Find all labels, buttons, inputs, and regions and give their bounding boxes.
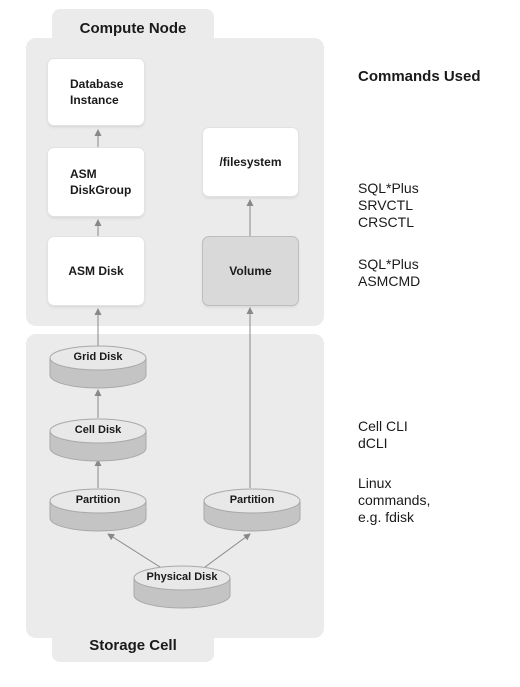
asm-disk-box: ASM Disk — [48, 237, 144, 305]
physical-disk-label: Physical Disk — [146, 571, 218, 583]
filesystem-box: /filesystem — [203, 128, 298, 196]
physical-disk-cylinder-icon — [133, 565, 231, 609]
cmd-crsctl: CRSCTL — [358, 214, 415, 230]
cell-disk-label: Cell Disk — [74, 424, 122, 436]
partition-right: Partition — [203, 487, 301, 533]
physical-disk: Physical Disk — [133, 564, 231, 610]
cell-disk: Cell Disk — [49, 417, 147, 463]
commands-group-2: SQL*Plus ASMCMD — [358, 256, 420, 290]
asm-diskgroup-line-2: DiskGroup — [70, 183, 132, 197]
cmd-sqlplus-2: SQL*Plus — [358, 256, 419, 272]
database-instance-label: Database Instance — [70, 76, 123, 108]
partition-left-cylinder-icon — [49, 488, 147, 532]
arrow-physical-to-partition-right — [204, 533, 251, 568]
storage-cell-title-text: Storage Cell — [89, 636, 177, 654]
partition-left: Partition — [49, 487, 147, 533]
partition-left-label: Partition — [75, 494, 121, 506]
database-instance-box: Database Instance — [48, 59, 144, 125]
asm-disk-label: ASM Disk — [68, 264, 124, 278]
grid-disk: Grid Disk — [49, 345, 147, 391]
partition-right-label: Partition — [229, 494, 275, 506]
cmd-srvctl: SRVCTL — [358, 197, 413, 213]
partition-right-cylinder-icon — [203, 488, 301, 532]
cmd-linux: Linux — [358, 475, 392, 491]
database-instance-line-2: Instance — [70, 93, 119, 107]
grid-disk-label: Grid Disk — [73, 351, 123, 363]
cell-disk-cylinder-icon — [49, 418, 147, 462]
cmd-commands: commands, — [358, 492, 431, 508]
commands-heading: Commands Used — [358, 68, 481, 85]
filesystem-label: /filesystem — [219, 155, 282, 169]
commands-group-3: Cell CLI dCLI — [358, 418, 408, 452]
volume-box: Volume — [203, 237, 298, 305]
volume-label: Volume — [229, 264, 272, 278]
cmd-fdisk: e.g. fdisk — [358, 509, 415, 525]
cmd-dcli: dCLI — [358, 435, 388, 451]
cmd-sqlplus-1: SQL*Plus — [358, 180, 419, 196]
cmd-asmcmd: ASMCMD — [358, 273, 421, 289]
arrow-physical-to-partition-left — [107, 533, 161, 568]
asm-diskgroup-label: ASM DiskGroup — [70, 166, 131, 198]
commands-group-1: SQL*Plus SRVCTL CRSCTL — [358, 180, 419, 231]
storage-cell-title: Storage Cell — [52, 628, 214, 662]
commands-group-4: Linux commands, e.g. fdisk — [358, 475, 430, 526]
database-instance-line-1: Database — [70, 77, 124, 91]
compute-node-title: Compute Node — [52, 9, 214, 47]
asm-diskgroup-box: ASM DiskGroup — [48, 148, 144, 216]
cmd-cellcli: Cell CLI — [358, 418, 408, 434]
asm-diskgroup-line-1: ASM — [70, 167, 97, 181]
compute-node-title-text: Compute Node — [79, 19, 187, 37]
grid-disk-cylinder-icon — [49, 345, 147, 389]
